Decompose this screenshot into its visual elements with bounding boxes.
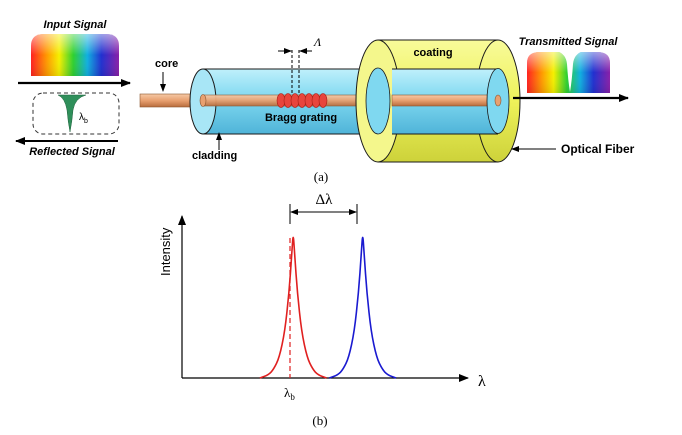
- core-end-face: [199, 94, 207, 107]
- reflected-signal-box: [32, 92, 120, 135]
- bragg-grating: [276, 93, 328, 108]
- coating-label: coating: [413, 47, 452, 59]
- y-axis-label: Intensity: [158, 227, 173, 276]
- peak-lambda-label: λb: [284, 385, 295, 402]
- panel-a: Input Signal λb Reflected Signal core: [15, 19, 635, 184]
- transmitted-signal-label: Transmitted Signal: [519, 36, 619, 48]
- shift-label: Δλ: [316, 192, 334, 208]
- curve-shifted-spectrum: [329, 236, 397, 379]
- shift-dimension: [289, 204, 358, 224]
- caption-a: (a): [314, 169, 328, 184]
- transmitted-spectrum-icon: [527, 51, 610, 93]
- x-axis-label: λ: [478, 373, 486, 390]
- input-spectrum-icon: [31, 34, 119, 76]
- cladding-through-coating: [391, 68, 510, 135]
- grating-period-marker: [278, 48, 312, 94]
- reflected-peak-lambda: λb: [79, 112, 88, 125]
- bragg-grating-label: Bragg grating: [265, 112, 337, 124]
- optical-fiber-label: Optical Fiber: [561, 142, 635, 156]
- core-label: core: [155, 58, 178, 70]
- caption-b: (b): [312, 413, 327, 428]
- grating-period-symbol: Λ: [313, 35, 322, 49]
- input-signal-label: Input Signal: [44, 19, 108, 31]
- reflected-peak-icon: [57, 94, 87, 133]
- curve-original-spectrum: [259, 236, 327, 379]
- cladding-label: cladding: [192, 150, 237, 162]
- reflected-signal-label: Reflected Signal: [29, 146, 116, 158]
- panel-b: Intensity λ Δλ λb (b): [158, 192, 486, 428]
